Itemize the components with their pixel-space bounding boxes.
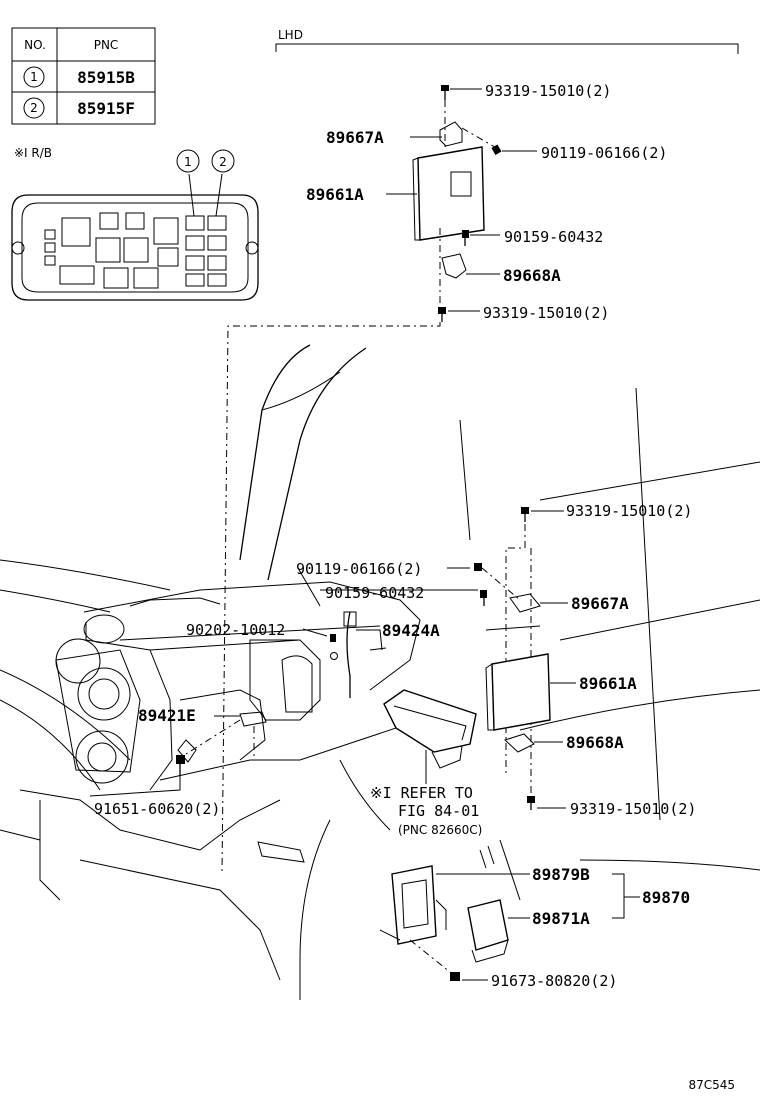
- label-assembly-low: 89870: [642, 888, 690, 907]
- label-bracket-mid-a: 89667A: [571, 594, 629, 613]
- ecu-tray-icon: [383, 689, 477, 753]
- module-bracket-icon: [391, 865, 437, 945]
- label-bolt-left: 91651-60620(2): [94, 800, 220, 818]
- pnc-table-header-pnc: PNC: [94, 38, 119, 52]
- label-bolt-top-2: 93319-15010(2): [483, 304, 609, 322]
- pnc-table: NO. PNC 1 85915B 2 85915F: [11, 27, 156, 125]
- module-unit-icon: [467, 899, 509, 951]
- label-screw-mid-1: 90119-06166(2): [296, 560, 422, 578]
- right-body-sketch: [459, 387, 760, 901]
- pnc-table-row-2-no: 2: [30, 101, 38, 115]
- screw-icon: [480, 590, 487, 606]
- label-bolt-mid-2: 93319-15010(2): [570, 800, 696, 818]
- relay-marker-2: 2: [219, 155, 227, 169]
- bracket-icon: [504, 733, 535, 753]
- lhd-label: LHD: [278, 28, 303, 42]
- label-clip-mid: 90202-10012: [186, 621, 285, 639]
- engine-bay-sketch: [0, 344, 421, 1000]
- pnc-table-frame: [11, 27, 156, 125]
- bolt-icon: [527, 796, 535, 810]
- pnc-table-header-no: NO.: [24, 38, 46, 52]
- bolt-icon: [438, 307, 446, 322]
- clip-icon: [330, 634, 338, 660]
- bracket-icon: [439, 121, 463, 147]
- top-ecu-group: [221, 85, 537, 873]
- label-screw-top-1: 90119-06166(2): [541, 144, 667, 162]
- bracket-icon: [441, 253, 467, 279]
- label-sensor-left: 89421E: [138, 706, 196, 725]
- sensor-left-icon: [239, 711, 267, 727]
- label-module-low: 89871A: [532, 909, 590, 928]
- oxygen-sensor-icon: [346, 611, 351, 698]
- relay-block-housing: [11, 194, 259, 301]
- label-bracket-top-a: 89667A: [326, 128, 384, 147]
- bracket-icon: [509, 593, 541, 613]
- label-screw-top-2: 90159-60432: [504, 228, 603, 246]
- bolt-icon: [521, 507, 529, 522]
- screw-icon: [491, 144, 502, 155]
- label-bracket-top-b: 89668A: [503, 266, 561, 285]
- label-bracket-low: 89879B: [532, 865, 590, 884]
- mid-ecu-group: [89, 507, 576, 869]
- bolt-icon: [176, 755, 185, 776]
- screw-icon: [474, 563, 482, 571]
- pnc-table-row-1-no: 1: [30, 70, 38, 84]
- label-ecu-top: 89661A: [306, 185, 364, 204]
- part-labels: 93319-15010(2) 89667A 90119-06166(2) 896…: [94, 82, 735, 1092]
- bolt-icon: [441, 85, 449, 100]
- figure-code: 87C545: [688, 1078, 735, 1092]
- label-ecu-mid: 89661A: [579, 674, 637, 693]
- screw-icon: [462, 230, 469, 246]
- label-refer-3: (PNC 82660C): [398, 823, 482, 837]
- label-bracket-mid-b: 89668A: [566, 733, 624, 752]
- lhd-bracket: [275, 43, 739, 54]
- label-refer-1: ※I REFER TO: [370, 784, 473, 802]
- relay-block-caption: ※I R/B: [14, 146, 52, 160]
- label-bolt-top-1: 93319-15010(2): [485, 82, 611, 100]
- label-bolt-low: 91673-80820(2): [491, 972, 617, 990]
- label-bolt-mid-1: 93319-15010(2): [566, 502, 692, 520]
- pnc-table-row-2-pnc: 85915F: [77, 99, 135, 118]
- label-sensor-mid: 89424A: [382, 621, 440, 640]
- label-screw-mid-2: 90159-60432: [325, 584, 424, 602]
- relay-block: ※I R/B: [11, 146, 259, 301]
- label-refer-2: FIG 84-01: [398, 802, 479, 820]
- ecu-mid-icon: [491, 653, 551, 731]
- pnc-table-row-1-pnc: 85915B: [77, 68, 135, 87]
- relay-marker-1: 1: [184, 155, 192, 169]
- bottom-module-group: [379, 865, 640, 981]
- bolt-icon: [450, 972, 460, 981]
